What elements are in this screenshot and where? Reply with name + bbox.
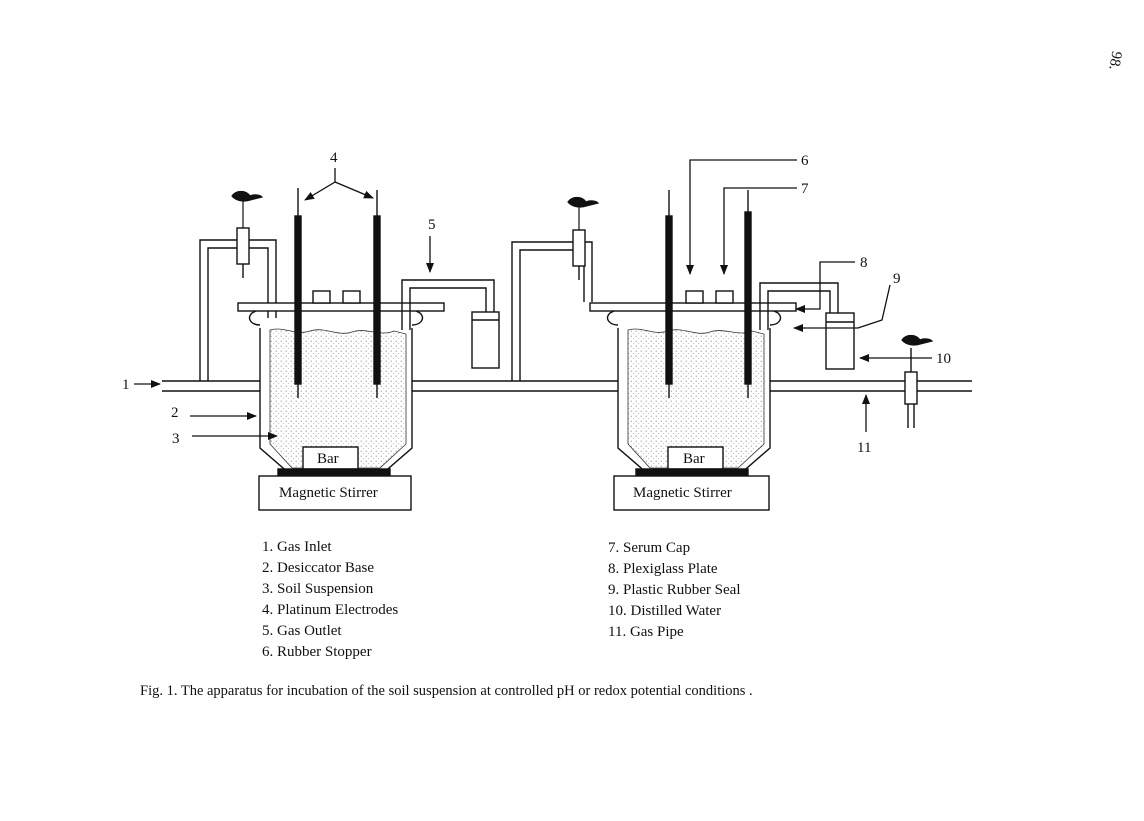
- legend-item: 10. Distilled Water: [608, 603, 722, 619]
- callout-9: 9: [893, 271, 901, 287]
- callout-1: 1: [122, 377, 130, 393]
- callout-3: 3: [172, 431, 180, 447]
- callout-4: 4: [330, 150, 338, 166]
- legend-item: 8. Plexiglass Plate: [608, 561, 718, 577]
- legend-item: 2. Desiccator Base: [262, 560, 375, 576]
- callout-7: 7: [801, 181, 809, 197]
- legend-left: 1. Gas Inlet 2. Desiccator Base 3. Soil …: [262, 537, 398, 663]
- legend-item: 4. Platinum Electrodes: [262, 602, 399, 618]
- legend-item: 5. Gas Outlet: [262, 623, 342, 639]
- callout-5: 5: [428, 217, 436, 233]
- legend-item: 3. Soil Suspension: [262, 581, 374, 597]
- stir-bar-label-right: Bar: [683, 451, 705, 467]
- figure-caption: Fig. 1. The apparatus for incubation of …: [140, 683, 753, 699]
- callout-6: 6: [801, 153, 809, 169]
- stir-bar-label-left: Bar: [317, 451, 339, 467]
- magnetic-stirrer-label-right: Magnetic Stirrer: [633, 485, 732, 501]
- callout-2: 2: [171, 405, 179, 421]
- legend-item: 9. Plastic Rubber Seal: [608, 582, 741, 598]
- legend-item: 11. Gas Pipe: [608, 624, 684, 640]
- callout-10: 10: [936, 351, 951, 367]
- magnetic-stirrer-label-left: Magnetic Stirrer: [279, 485, 378, 501]
- callout-11: 11: [857, 440, 871, 456]
- legend-item: 6. Rubber Stopper: [262, 644, 372, 660]
- legend-item: 7. Serum Cap: [608, 540, 691, 556]
- callout-8: 8: [860, 255, 868, 271]
- legend-item: 1. Gas Inlet: [262, 539, 332, 555]
- legend-right: 7. Serum Cap 8. Plexiglass Plate 9. Plas…: [608, 538, 740, 643]
